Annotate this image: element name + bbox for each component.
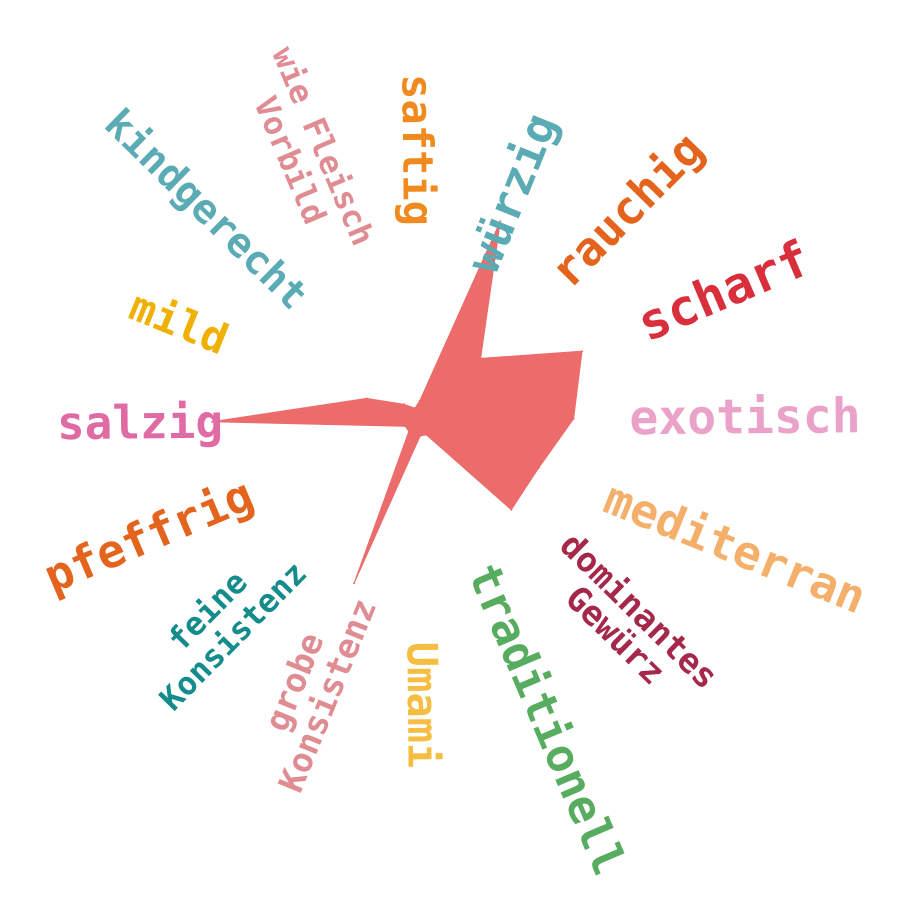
category-label-text: rauchig xyxy=(540,122,714,298)
category-label-text: mild xyxy=(123,281,235,364)
radar-point xyxy=(425,433,428,436)
category-label-text: exotisch xyxy=(629,388,861,446)
category-label: rauchig xyxy=(540,122,714,298)
radar-point xyxy=(407,430,410,433)
category-label: mild xyxy=(123,281,235,364)
radar-point xyxy=(418,399,421,402)
radar-point xyxy=(353,582,356,585)
radar-point xyxy=(211,420,213,423)
category-label-text: Umami xyxy=(397,642,447,769)
radar-point xyxy=(510,508,513,511)
radar-point xyxy=(581,350,583,353)
radar-point xyxy=(572,417,575,420)
category-label: saftig xyxy=(392,74,442,226)
radar-point xyxy=(419,435,422,437)
radar-point xyxy=(537,466,540,469)
category-label: Umami xyxy=(397,642,447,769)
category-label-text: salzig xyxy=(57,395,224,450)
radar-point xyxy=(403,403,405,406)
category-label: salzig xyxy=(57,395,224,450)
radar-point xyxy=(479,357,482,360)
radar-point xyxy=(499,220,502,223)
radar-point xyxy=(414,407,416,410)
category-label-text: scharf xyxy=(629,229,818,353)
radar-point xyxy=(404,425,407,428)
category-label-text: saftig xyxy=(392,74,442,226)
category-label: scharf xyxy=(629,229,818,353)
category-label: exotisch xyxy=(629,388,861,446)
radar-point xyxy=(365,397,368,400)
